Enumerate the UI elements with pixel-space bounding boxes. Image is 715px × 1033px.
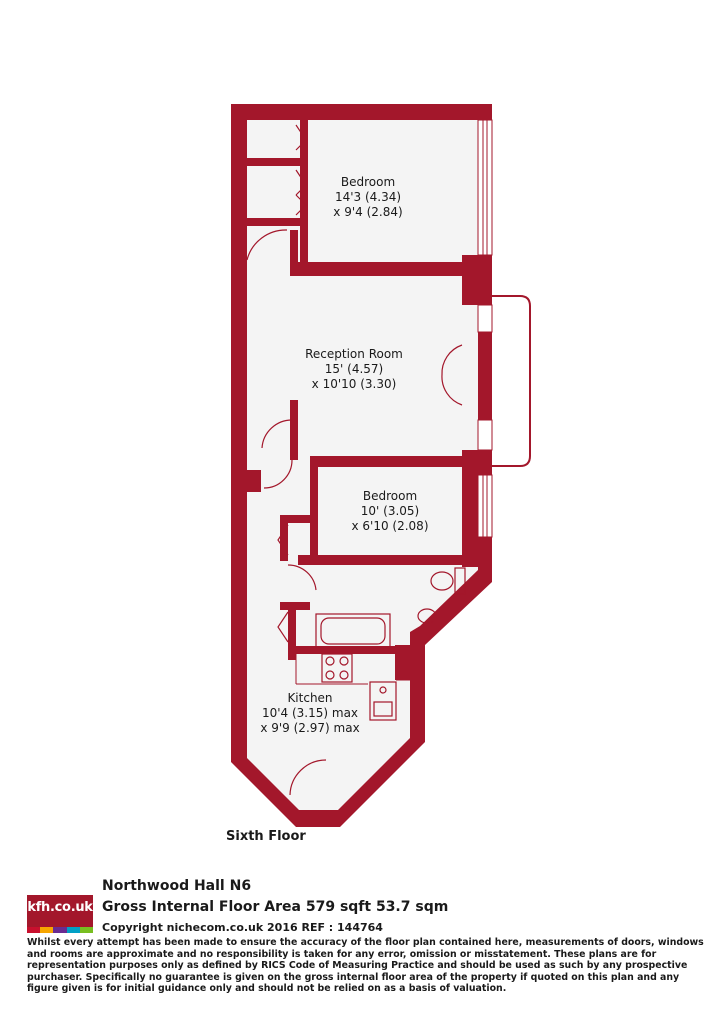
- floor-plan: Bedroom 14'3 (4.34) x 9'4 (2.84) Recepti…: [231, 104, 531, 827]
- hob: [321, 653, 353, 683]
- svg-text:14'3 (4.34): 14'3 (4.34): [335, 190, 401, 204]
- svg-text:x 9'9 (2.97) max: x 9'9 (2.97) max: [260, 721, 359, 735]
- sink: [369, 681, 397, 721]
- kfh-logo: kfh.co.uk: [27, 895, 94, 933]
- internal-walls: [247, 120, 492, 680]
- svg-text:Reception Room: Reception Room: [305, 347, 403, 361]
- svg-text:Bedroom: Bedroom: [341, 175, 395, 189]
- svg-text:x 9'4 (2.84): x 9'4 (2.84): [333, 205, 402, 219]
- logo-stripe: [53, 927, 67, 933]
- copyright: Copyright nichecom.co.uk 2016 REF : 1447…: [102, 921, 383, 934]
- svg-text:Bedroom: Bedroom: [363, 489, 417, 503]
- svg-text:10'4 (3.15) max: 10'4 (3.15) max: [262, 706, 358, 720]
- windows-right: [477, 119, 493, 538]
- logo-stripe: [66, 927, 80, 933]
- logo-stripe: [40, 927, 54, 933]
- logo-stripe: [27, 927, 41, 933]
- logo-stripes: [27, 927, 94, 933]
- worktop: [295, 654, 410, 685]
- svg-text:15' (4.57): 15' (4.57): [325, 362, 383, 376]
- svg-text:10' (3.05): 10' (3.05): [361, 504, 419, 518]
- toilet: [430, 567, 466, 595]
- room-label-bedroom-1: Bedroom 14'3 (4.34) x 9'4 (2.84): [333, 175, 402, 219]
- door-swings: [246, 124, 463, 796]
- room-label-bedroom-2: Bedroom 10' (3.05) x 6'10 (2.08): [351, 489, 428, 533]
- room-label-kitchen: Kitchen 10'4 (3.15) max x 9'9 (2.97) max: [260, 691, 359, 735]
- svg-text:Kitchen: Kitchen: [287, 691, 332, 705]
- property-title: Northwood Hall N6: [102, 878, 252, 894]
- floor-label: Sixth Floor: [226, 829, 306, 844]
- svg-text:x 6'10 (2.08): x 6'10 (2.08): [351, 519, 428, 533]
- svg-text:x 10'10 (3.30): x 10'10 (3.30): [312, 377, 397, 391]
- logo-text: kfh.co.uk: [27, 900, 93, 915]
- basin: [417, 608, 437, 624]
- floor-area: Gross Internal Floor Area 579 sqft 53.7 …: [102, 899, 449, 915]
- disclaimer: Whilst every attempt has been made to en…: [27, 937, 704, 994]
- logo-stripe: [79, 927, 94, 933]
- window-lines: [482, 120, 488, 537]
- bath: [315, 613, 391, 649]
- room-label-reception: Reception Room 15' (4.57) x 10'10 (3.30): [305, 347, 403, 391]
- balcony-outline: [492, 295, 531, 467]
